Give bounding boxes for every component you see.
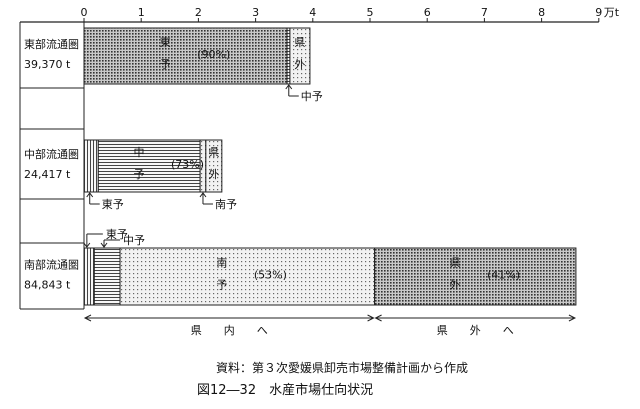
x-tick-label: 7: [481, 6, 488, 19]
span-arrowhead: [374, 314, 382, 322]
bar-segment: [83, 27, 288, 85]
segment-label: 外: [208, 168, 219, 181]
span-arrowhead: [568, 314, 577, 322]
span-label: 県 外 へ: [437, 324, 514, 337]
segment-label: 予: [160, 58, 171, 71]
source-note: 資料：第３次愛媛県卸売市場整備計画から作成: [216, 360, 468, 375]
bar-segment: [119, 247, 376, 306]
segment-label: 予: [216, 279, 227, 292]
row-category-label: 東部流通圏: [24, 37, 79, 51]
segment-label: 県: [450, 257, 461, 270]
segment-percent-label: (90%): [197, 48, 230, 61]
segment-label: 県: [208, 146, 219, 159]
bar-segment: [93, 247, 121, 306]
callout-label: 中予: [123, 234, 145, 247]
segment-label: 予: [134, 168, 145, 181]
segment-label: 南: [216, 257, 227, 270]
row-total-label: 84,843 t: [24, 279, 71, 292]
x-tick-label: 6: [424, 6, 431, 19]
x-tick-label: 3: [252, 6, 259, 19]
span-arrowhead: [83, 314, 92, 322]
x-tick-label: 0: [81, 6, 88, 19]
span-label: 県 内 へ: [191, 323, 268, 337]
figure-caption: 図12―32 水産市場仕向状況: [197, 382, 373, 398]
callouts: [83, 84, 577, 322]
row-total-label: 24,417 t: [24, 168, 71, 181]
x-tick-label: 8: [538, 6, 545, 19]
bar-segment: [374, 247, 577, 306]
callout-label: 東予: [106, 228, 128, 241]
x-tick-label: 4: [309, 6, 316, 19]
callout-label: 東予: [102, 198, 124, 211]
span-arrowhead: [367, 314, 375, 322]
segment-percent-label: (53%): [254, 269, 287, 282]
x-tick-label: 9: [595, 6, 602, 19]
bar-segment: [83, 247, 95, 306]
x-tick-label: 5: [367, 6, 374, 19]
callout-label: 南予: [215, 198, 237, 211]
bar-segment: [97, 139, 201, 193]
bars: [83, 27, 577, 306]
callout-arrowhead: [83, 242, 91, 248]
callout-arrowhead: [86, 192, 94, 198]
callout-arrowhead: [285, 84, 293, 90]
row-category-label: 南部流通圏: [24, 258, 79, 272]
bar-segment: [289, 27, 311, 85]
segment-label: 中: [134, 146, 145, 159]
segment-label: 県: [294, 36, 305, 49]
callout-arrowhead: [100, 242, 108, 248]
x-tick-label: 2: [195, 6, 202, 19]
segment-percent-label: (41%): [487, 269, 520, 282]
row-total-label: 39,370 t: [24, 58, 71, 71]
row-category-label: 中部流通圏: [24, 147, 79, 161]
callout-arrowhead: [199, 192, 207, 198]
x-unit-label: 万t: [604, 6, 620, 19]
segment-label: 外: [450, 279, 461, 292]
bar-segment: [205, 139, 223, 193]
segment-percent-label: (73%): [171, 158, 204, 171]
bar-segment: [83, 139, 99, 193]
segment-label: 東: [160, 36, 171, 49]
segment-label: 外: [294, 58, 305, 71]
callout-label: 中予: [301, 90, 323, 103]
x-tick-label: 1: [138, 6, 145, 19]
